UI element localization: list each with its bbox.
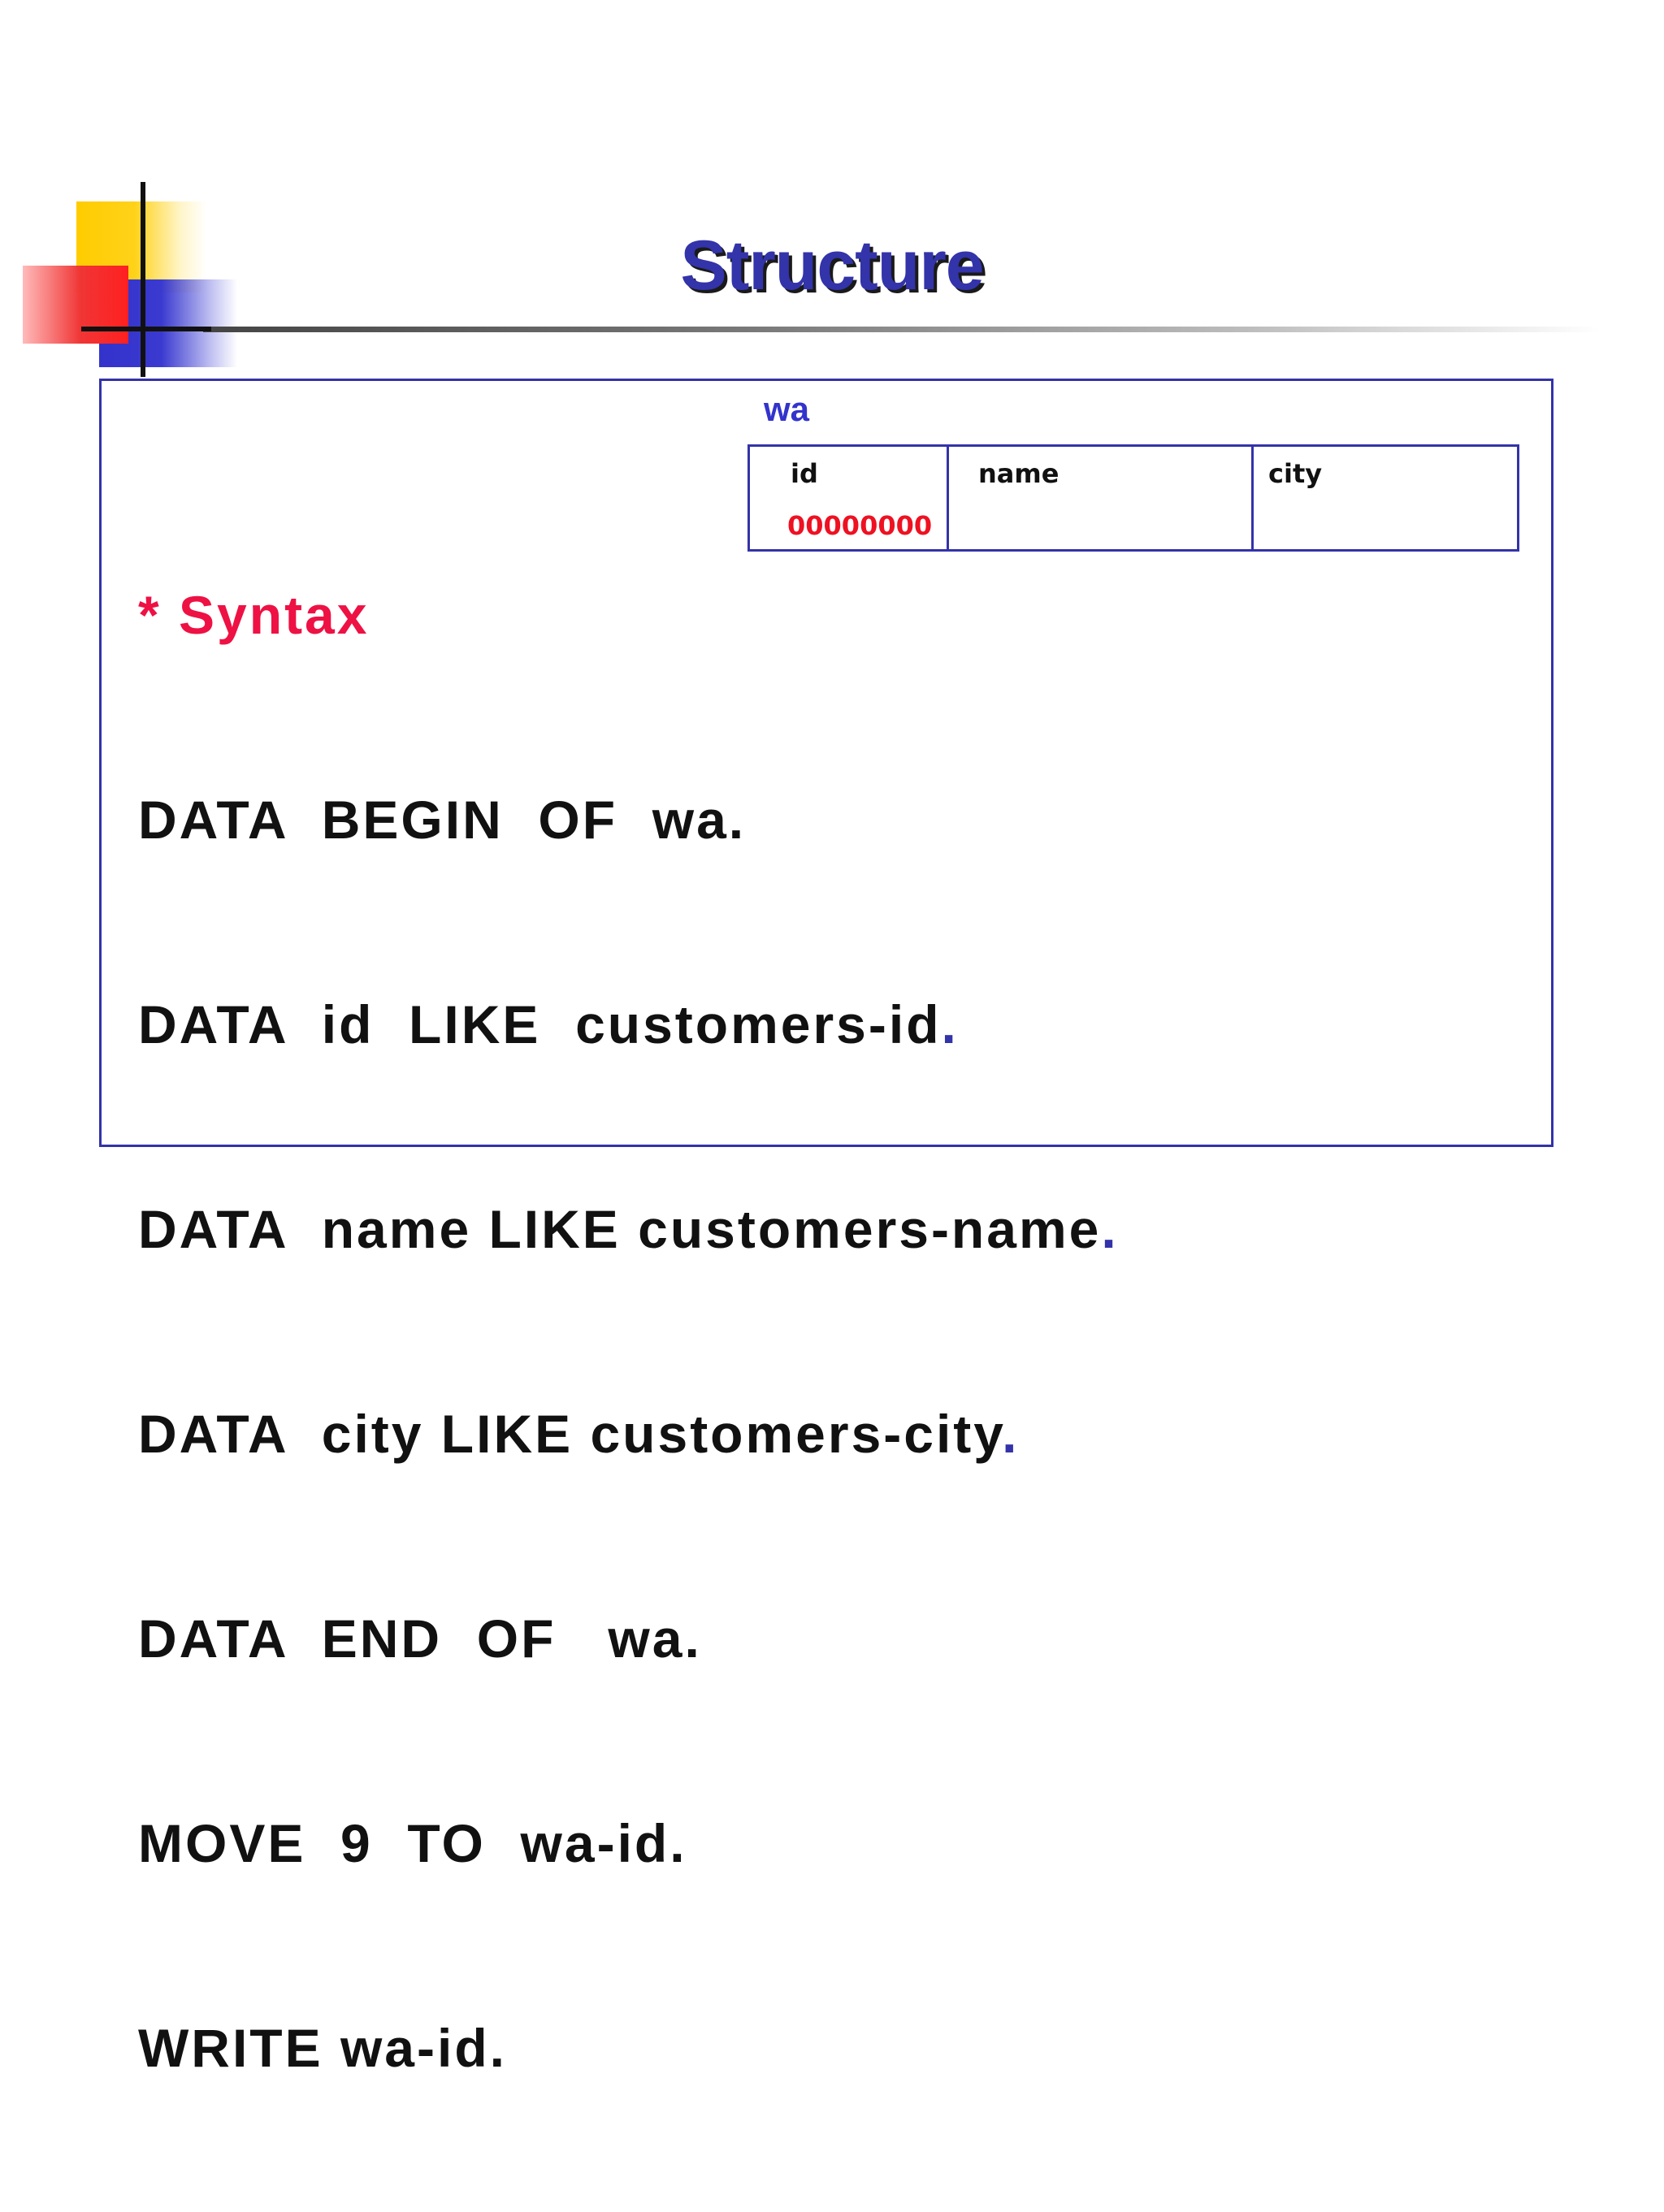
code-line-dot: . [1002, 1404, 1020, 1464]
field-header: id [791, 458, 818, 489]
code-line: WRITE wa-id. [138, 2007, 1119, 2089]
field-header: name [978, 458, 1060, 489]
structure-table: id 00000000 name city [748, 444, 1519, 552]
code-block: * Syntax DATA BEGIN OF wa. DATA id LIKE … [138, 451, 1119, 2212]
code-line-text: DATA id LIKE customers-id [138, 994, 942, 1054]
field-value: 00000000 [787, 510, 933, 541]
code-line: MOVE 9 TO wa-id. [138, 1803, 1119, 1884]
code-line-text: DATA END OF wa. [138, 1608, 702, 1669]
code-line: DATA id LIKE customers-id. [138, 984, 1119, 1065]
code-line: DATA END OF wa. [138, 1598, 1119, 1679]
code-line-text: DATA BEGIN OF wa. [138, 790, 747, 850]
slide: Structure * Syntax DATA BEGIN OF wa. DAT… [23, 182, 1601, 2078]
code-line-text: DATA city LIKE customers-city [138, 1404, 1003, 1464]
code-line-text: MOVE 9 TO wa-id. [138, 1813, 687, 1873]
field-cell-id: id 00000000 [750, 447, 949, 549]
structure-label: wa [764, 390, 810, 428]
code-line-dot: . [941, 994, 959, 1054]
code-line-text: WRITE wa-id. [138, 2018, 507, 2078]
title-underline-dark [81, 327, 211, 331]
code-line-text: DATA name LIKE customers-name [138, 1199, 1102, 1259]
content-box [99, 379, 1554, 1147]
slide-title: Structure [680, 227, 984, 305]
syntax-heading: * Syntax [138, 585, 370, 645]
field-cell-city: city [1254, 447, 1517, 549]
title-underline-gradient [203, 327, 1601, 332]
code-line: DATA city LIKE customers-city. [138, 1393, 1119, 1474]
field-header: city [1268, 458, 1323, 489]
field-cell-name: name [949, 447, 1254, 549]
code-line: DATA BEGIN OF wa. [138, 779, 1119, 860]
vertical-rule-decoration [141, 182, 145, 377]
code-line-dot: . [1101, 1199, 1119, 1259]
code-line: DATA name LIKE customers-name. [138, 1188, 1119, 1270]
